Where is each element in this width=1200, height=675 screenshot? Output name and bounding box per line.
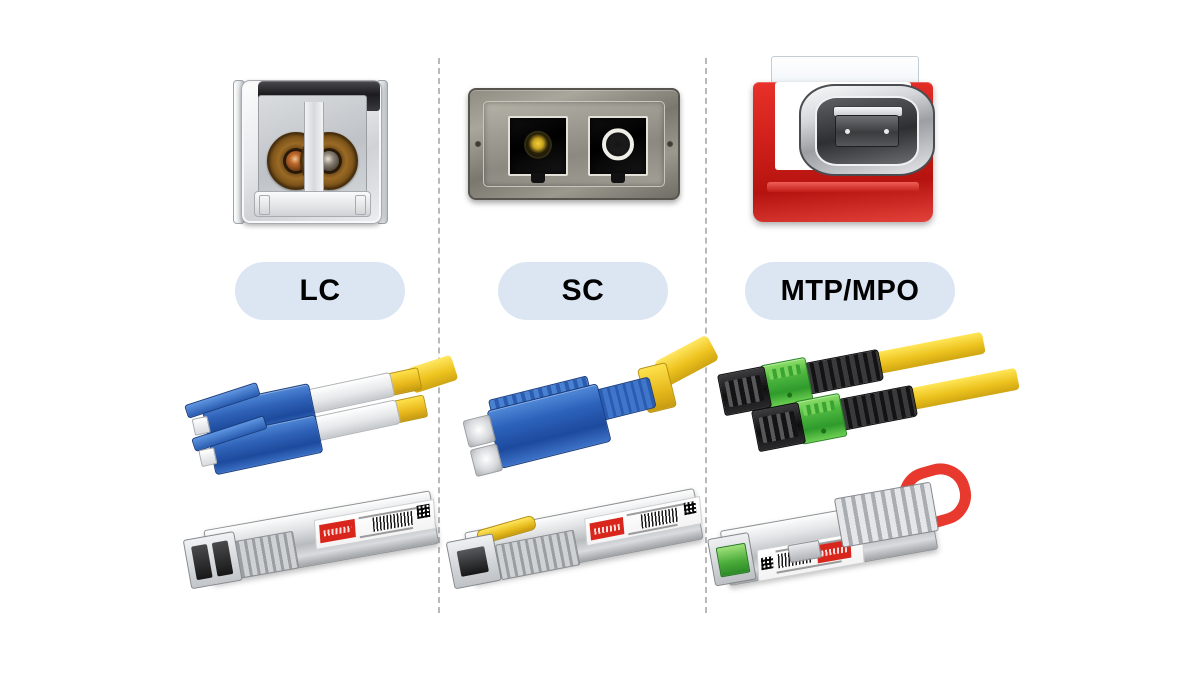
sfp-sc-label [584,495,703,547]
mpo-connector-dot-top [786,392,793,398]
mpo-port-notch [775,82,935,176]
mpo-port-red-bracket [753,82,935,222]
mpo-cable-yellow-jacket-top [873,331,986,375]
qr-code-icon [760,556,774,571]
qsfp-graphic [701,456,981,620]
mpo-port-foot [767,182,919,192]
sc-port-hole-right [588,116,648,183]
lc-connector-ferrule-a [191,415,211,436]
mpo-port-ferrule [835,115,899,147]
mpo-port-cage [799,84,935,176]
mpo-ferrule-face-bottom [751,401,807,453]
sc-port-hole-left [508,116,568,183]
lc-port-bottom-bar [254,191,371,217]
mpo-connector-dot-bottom [820,428,827,434]
column-lc: LC [175,0,459,675]
qr-code-icon [416,503,431,519]
lc-cord-graphic [179,338,459,488]
brand-logo-icon [319,518,356,544]
label-text-mtp-mpo: MTP/MPO [780,274,920,307]
sc-port-screw-left [475,141,481,147]
sc-port-ferrule-right [602,128,634,161]
qsfp-mpo-slot [715,542,751,578]
label-text-lc: LC [299,274,341,307]
mpo-connector-boot-bottom [837,384,919,431]
lc-port-inner [258,95,367,205]
qsfp-port-face [707,531,757,587]
sfp-sc-port-hole [456,546,490,577]
qr-code-icon [683,500,697,516]
mpo-connector-key-top [768,364,802,380]
mpo-cable-yellow-jacket-bottom [907,367,1020,411]
label-text-sc: SC [561,274,605,307]
sc-duplex-port [440,50,710,240]
sc-port-screw-right [667,141,673,147]
label-badge-sc: SC [498,262,668,320]
mtp-mpo-port [705,50,975,240]
sfp-lc-slot-a [191,543,213,581]
mpo-port-graphic [753,56,935,232]
mpo-ferrule-slots-bottom [758,410,799,444]
sfp-transceiver-sc [440,470,710,620]
mtp-mpo-patch-cord [705,331,1020,475]
mpo-port-cage-inner [815,96,919,166]
sfp-sc-port-face [445,533,502,590]
mpo-dust-cap-slots-top [724,374,765,408]
mpo-cord-graphic [715,331,1020,473]
column-divider-1 [438,58,440,613]
sfp-lc-slot-b [211,540,234,577]
sc-port-ferrule-left [526,132,550,157]
lc-duplex-port [175,50,445,240]
label-badge-lc: LC [235,262,405,320]
mpo-port-pin-left [845,128,850,134]
lc-duplex-patch-cord [175,345,459,476]
lc-connector-ferrule-b [198,447,218,468]
lc-port-graphic [233,62,388,227]
qsfp-transceiver-mpo [705,456,979,620]
sfp-transceiver-lc [175,470,445,620]
sc-port-plate [468,88,680,200]
column-sc: SC [440,0,720,675]
sfp-lc-label [313,498,437,551]
mpo-connector-key-bottom [802,400,836,416]
sfp-lc-graphic [178,471,442,613]
brand-logo-icon [589,517,625,541]
mpo-connector-boot-top [803,348,885,395]
sfp-sc-graphic [440,467,705,618]
lc-port-body [241,80,382,224]
mpo-port-pin-right [884,128,889,134]
column-mtp-mpo: MTP/MPO [705,0,1020,675]
sc-patch-cord [440,334,720,478]
label-badge-mtp-mpo: MTP/MPO [745,262,955,320]
sc-port-graphic [468,88,680,200]
sfp-lc-port-face [182,531,243,590]
lc-port-center-post [303,102,324,200]
